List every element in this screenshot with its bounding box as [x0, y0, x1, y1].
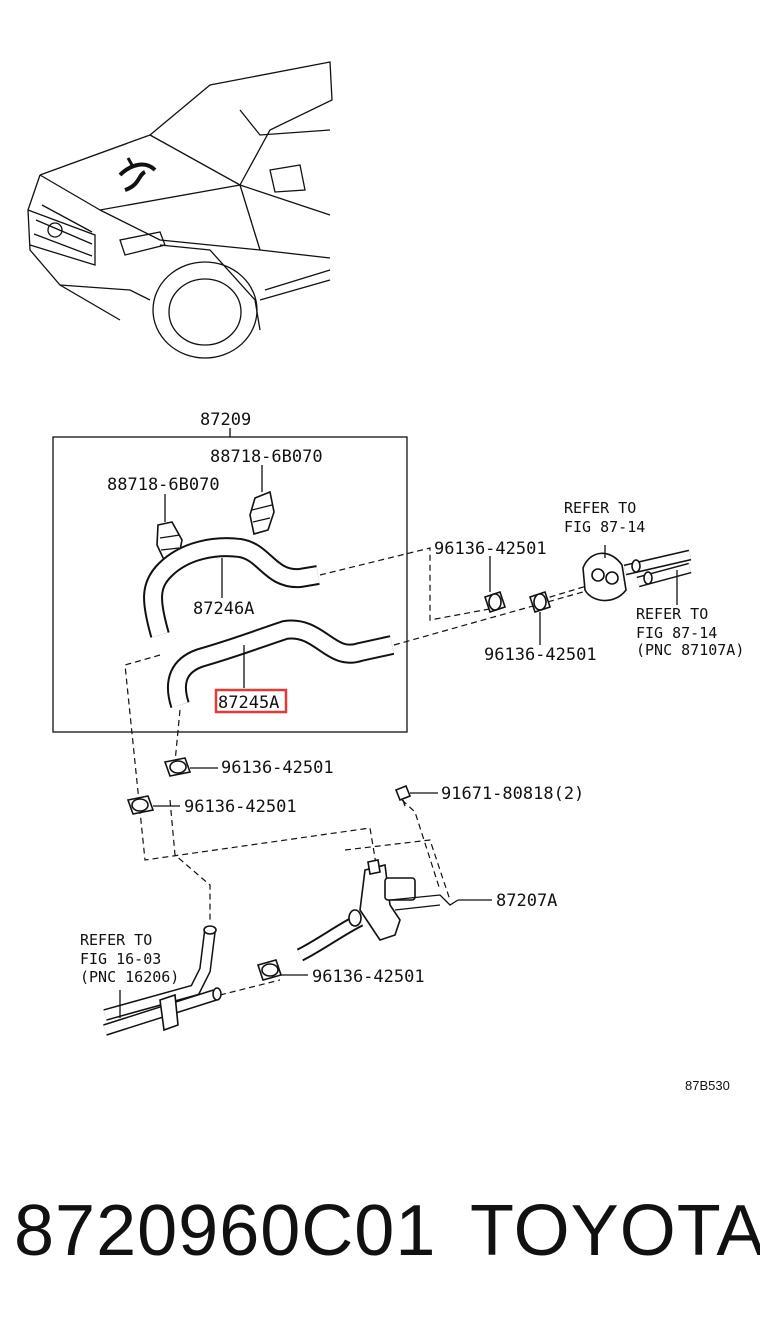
- assembly-label: 87209: [200, 410, 251, 430]
- clamp-left-label: 96136-42501: [184, 797, 297, 817]
- hose-upper: [143, 537, 320, 638]
- clip-upper: [249, 490, 275, 536]
- water-valve: [296, 859, 459, 962]
- clamp-left: [126, 795, 155, 815]
- hose-lower: [166, 619, 395, 709]
- bolt: [394, 784, 412, 807]
- clamp-mid-right-label: 96136-42501: [484, 645, 597, 665]
- clamp-center: [163, 757, 192, 777]
- valve-label: 87207A: [496, 891, 557, 911]
- ref-right-line2: FIG 87-14: [636, 624, 717, 642]
- pipes-right: [623, 549, 692, 588]
- clamp-bottom-label: 96136-42501: [312, 967, 425, 987]
- ref-left-line2: FIG 16-03: [80, 950, 161, 968]
- hose-lower-highlight: [214, 688, 288, 714]
- clamp-mid-right: [528, 590, 552, 614]
- ref-right-line1: REFER TO: [636, 605, 708, 623]
- pipes-bottom-left: [103, 925, 222, 1036]
- part-number: 8720960C01: [14, 1191, 437, 1271]
- ref-top-line2: FIG 87-14: [564, 518, 645, 536]
- clamp-center-label: 96136-42501: [221, 758, 334, 778]
- clamp-top-right-label: 96136-42501: [434, 539, 547, 559]
- clip-upper-label: 88718-6B070: [210, 447, 323, 467]
- vehicle-illustration: [27, 61, 333, 359]
- illustration-code: 87B530: [685, 1078, 730, 1093]
- hose-lower-label: 87245A: [218, 693, 279, 713]
- brand-name: TOYOTA: [470, 1191, 760, 1271]
- ref-left-line3: (PNC 16206): [80, 968, 179, 986]
- ref-right-line3: (PNC 87107A): [636, 641, 744, 659]
- bolt-label: 91671-80818(2): [441, 784, 584, 804]
- ref-left-line1: REFER TO: [80, 931, 152, 949]
- clamp-top-right: [483, 590, 507, 614]
- hose-upper-label: 87246A: [193, 599, 254, 619]
- clip-left-label: 88718-6B070: [107, 475, 220, 495]
- ref-top-line1: REFER TO: [564, 499, 636, 517]
- connector-grommet: [582, 545, 627, 602]
- clamp-bottom: [256, 959, 283, 981]
